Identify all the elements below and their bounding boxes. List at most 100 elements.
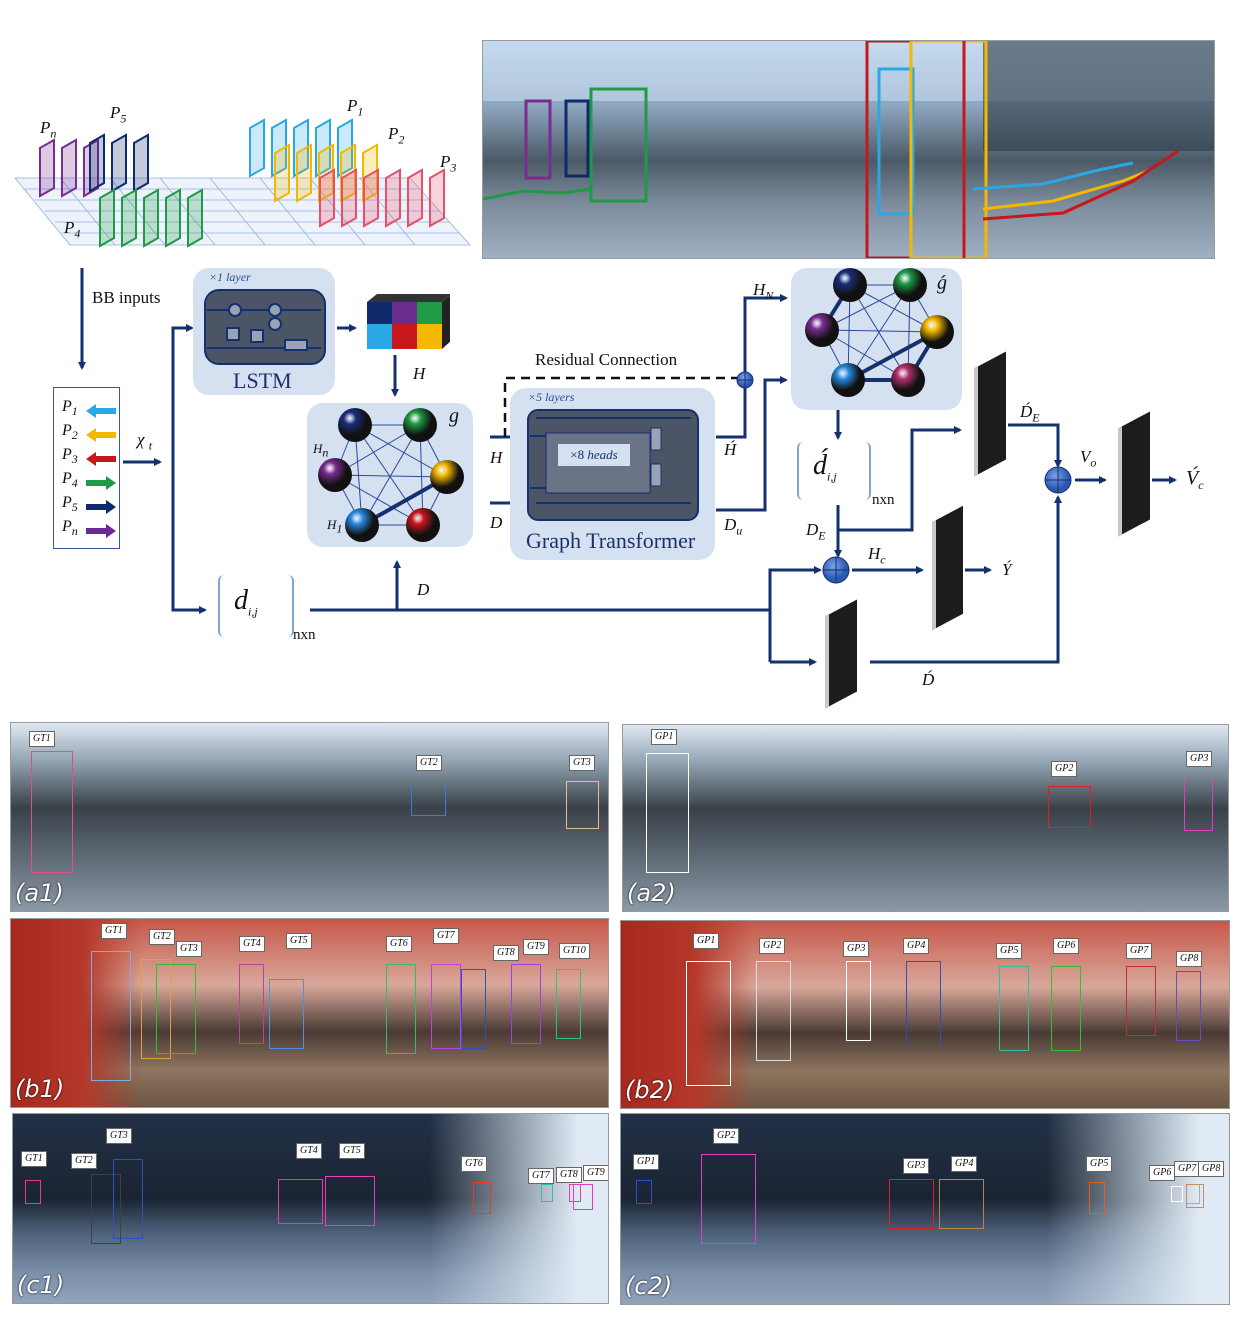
bounding-box	[756, 961, 791, 1061]
bounding-box	[889, 1179, 934, 1229]
bounding-box	[156, 964, 196, 1054]
legend-arrow-icon	[86, 500, 116, 514]
panel-caption: (c1)	[17, 1271, 65, 1299]
vo-label: Vo	[1080, 447, 1097, 470]
graph-edge	[354, 424, 448, 478]
legend-arrow-icon	[86, 452, 116, 466]
d-prime-label: D́	[922, 670, 935, 689]
bounding-box	[906, 961, 941, 1046]
panel-caption: (b2)	[625, 1076, 675, 1104]
bounding-box	[646, 753, 689, 873]
bounding-box-tag: GT4	[296, 1143, 322, 1159]
bounding-box	[386, 964, 416, 1054]
bounding-box-tag: GP8	[1198, 1161, 1225, 1177]
bounding-box	[1186, 1184, 1204, 1208]
bounding-box-tag: GT2	[416, 755, 442, 771]
scene-photo-trajectories	[482, 40, 1215, 259]
legend-arrow-icon	[86, 524, 116, 538]
legend-label: P3	[62, 446, 78, 467]
label-p3: P3	[440, 152, 457, 175]
graph-edge	[334, 474, 448, 478]
bounding-box-tag: GT2	[71, 1153, 97, 1169]
de-prime-label: D́E	[1020, 402, 1040, 425]
bounding-box	[701, 1154, 756, 1244]
bounding-box-tag: GP7	[1126, 943, 1153, 959]
graph-edge	[354, 424, 424, 526]
legend-label: P2	[62, 422, 78, 443]
trajectory-grid-illustration	[14, 118, 471, 248]
panel-caption: (a1)	[15, 879, 64, 907]
pedestrian-box-panel	[249, 118, 265, 178]
chi-t-label: χ t	[137, 430, 153, 453]
graph-g-prime-symbol: ǵ	[937, 272, 947, 294]
bounding-box-tag: GP1	[633, 1154, 660, 1170]
graph-node	[893, 268, 927, 302]
graph-edge	[847, 284, 911, 381]
legend-label: Pn	[62, 518, 78, 539]
bounding-box-tag: GP7	[1174, 1161, 1201, 1177]
bounding-box	[25, 1180, 41, 1204]
bounding-box	[556, 969, 581, 1039]
graph-g-nodes	[318, 408, 464, 542]
dij-size-label: nxn	[293, 627, 316, 643]
bounding-box-tag: GT6	[461, 1156, 487, 1172]
bounding-box	[1184, 779, 1213, 831]
pedestrian-box-panel	[429, 168, 445, 228]
bounding-box	[31, 751, 73, 873]
legend-item: P1	[62, 398, 118, 420]
bounding-box	[113, 1159, 143, 1239]
bounding-box	[999, 966, 1029, 1051]
bounding-box-tag: GT5	[339, 1143, 365, 1159]
graph-node	[338, 408, 372, 442]
legend-item: P4	[62, 470, 118, 492]
distance-matrix-prime: d́i,j	[797, 442, 871, 500]
pedestrian-box-panel	[341, 168, 357, 228]
bounding-box	[939, 1179, 984, 1229]
de-to-panel-arrow	[838, 426, 962, 532]
pedestrian-box-panel	[363, 168, 379, 228]
transformer-input-d-label: D	[490, 513, 503, 532]
graph-edge	[821, 329, 938, 333]
pedestrian-box-panel	[89, 133, 105, 193]
pedestrian-box-panel	[99, 188, 115, 248]
bounding-box	[1176, 971, 1201, 1041]
bounding-box	[1051, 966, 1081, 1051]
bounding-box-tag: GT7	[528, 1168, 554, 1184]
bounding-box	[411, 781, 446, 816]
bounding-box-tag: GT1	[21, 1151, 47, 1167]
graph-node	[891, 363, 925, 397]
dij-prime-label: d́i,j	[813, 450, 837, 484]
hn-label: Hn	[313, 441, 329, 460]
layer-panel-vc	[1118, 411, 1150, 537]
pedestrian-box-panel	[133, 133, 149, 193]
bounding-box	[1089, 1182, 1105, 1214]
lstm-layers-label: ×1 layer	[209, 270, 251, 284]
bounding-box	[141, 959, 171, 1059]
lstm-cell-icon	[204, 289, 326, 365]
residual-connection-line	[503, 376, 738, 437]
legend-arrow-icon	[86, 404, 116, 418]
label-p1: P1	[347, 96, 364, 119]
pedestrian-box-panel	[61, 138, 77, 198]
bounding-box-tag: GT1	[29, 731, 55, 747]
bounding-box	[91, 951, 131, 1081]
bounding-box	[1048, 786, 1091, 828]
bounding-box-tag: GP6	[1149, 1165, 1176, 1181]
bb-inputs-label: BB inputs	[92, 288, 161, 307]
graph-g-block: g Hn H1	[307, 403, 473, 547]
graph-g-prime-block: ǵ	[791, 268, 962, 410]
pedestrian-box-panel	[111, 133, 127, 193]
graph-edge	[361, 424, 421, 526]
bounding-box-tag: GT6	[386, 936, 412, 952]
pedestrian-box-panel	[39, 138, 55, 198]
du-arrow	[716, 376, 788, 512]
legend-label: P4	[62, 470, 78, 491]
dij-label: di,j	[234, 585, 258, 619]
bounding-box	[636, 1180, 652, 1204]
bounding-box	[91, 1174, 121, 1244]
legend-arrow-icon	[86, 428, 116, 442]
layer-panel-d	[825, 599, 857, 709]
dij-prime-size-label: nxn	[872, 492, 895, 508]
